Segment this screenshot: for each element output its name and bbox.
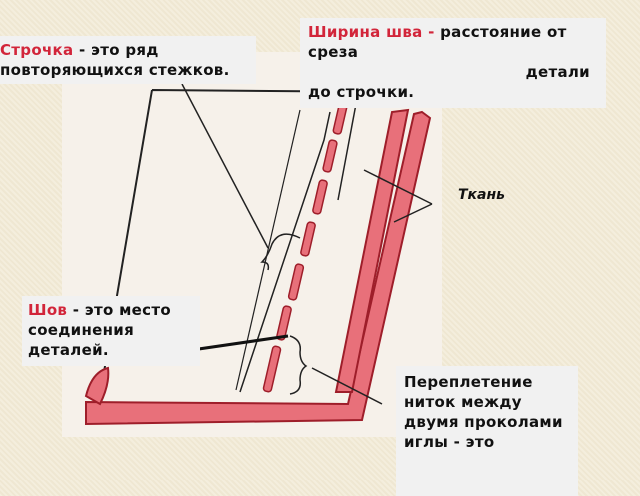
text-perepletenie: Переплетение ниток между двумя проколами… bbox=[404, 373, 563, 451]
definition-shirina: Ширина шва - расстояние от среза детали … bbox=[300, 18, 606, 108]
stitch-line bbox=[262, 103, 348, 393]
term-strochka: Строчка bbox=[0, 41, 74, 59]
pointer-tkan-1 bbox=[363, 169, 433, 205]
definition-perepletenie: Переплетение ниток между двумя проколами… bbox=[396, 366, 578, 496]
seam-illustration bbox=[84, 83, 433, 426]
pointer-shirina bbox=[337, 103, 357, 201]
text-shov: - это место соединения деталей. bbox=[28, 301, 171, 359]
definition-strochka: Строчка - это ряд повторяющихся стежков. bbox=[0, 36, 256, 84]
text-strochka: - это ряд повторяющихся стежков. bbox=[0, 41, 230, 79]
pointer-strochka bbox=[181, 83, 269, 249]
pointer-tkan-2 bbox=[393, 203, 433, 223]
text-shirina-2: детали bbox=[525, 63, 590, 81]
text-shirina-1: расстояние от среза bbox=[308, 23, 567, 61]
fabric-edge-red bbox=[85, 110, 432, 426]
fabric-fold-corner bbox=[84, 366, 110, 406]
slide: Строчка - это ряд повторяющихся стежков.… bbox=[0, 18, 606, 496]
term-shov: Шов bbox=[28, 301, 68, 319]
brace-seam-width bbox=[260, 233, 301, 271]
pointer-perepletenie bbox=[311, 367, 383, 405]
term-shirina: Ширина шва - bbox=[308, 23, 441, 41]
label-tkan: Ткань bbox=[458, 187, 506, 203]
fabric-edge-inner bbox=[334, 108, 410, 393]
text-shirina-3: до строчки. bbox=[308, 83, 415, 101]
definition-shov: Шов - это место соединения деталей. bbox=[22, 296, 200, 366]
seam-allowance-line bbox=[239, 111, 331, 393]
seam-allowance-line-2 bbox=[235, 109, 301, 391]
brace-stitch bbox=[289, 335, 308, 395]
